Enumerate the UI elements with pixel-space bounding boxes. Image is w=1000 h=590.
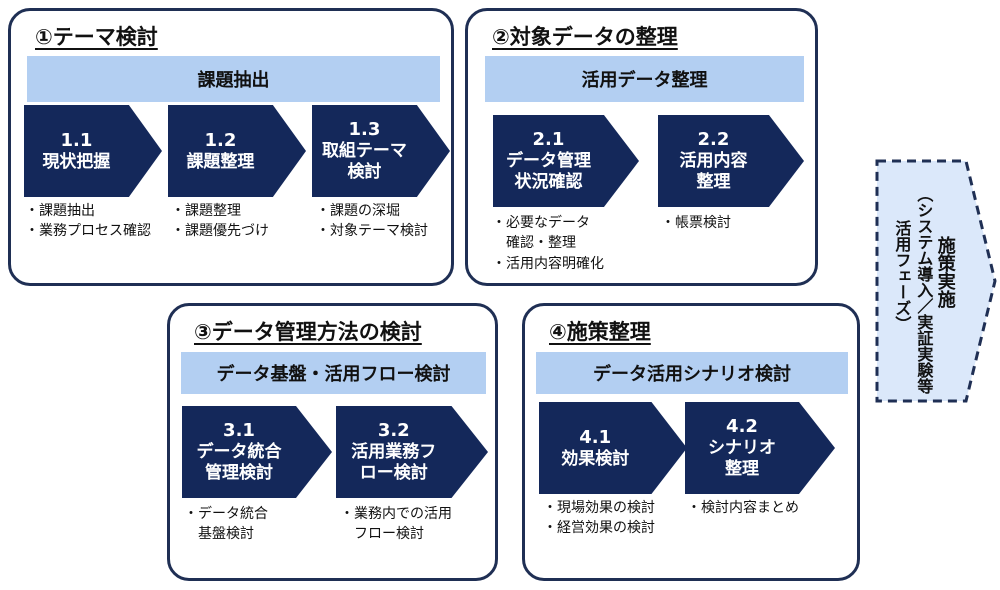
- panel-title: ③データ管理方法の検討: [194, 320, 422, 344]
- step-number: 2.2: [697, 129, 730, 151]
- phase-band: データ基盤・活用フロー検討: [181, 352, 486, 394]
- next-phase-sub2: 活用フェーズ）: [892, 220, 912, 332]
- step-chevron-2-2: 2.2 活用内容 整理: [658, 115, 804, 207]
- panel-measure-organization: ④施策整理 データ活用シナリオ検討 4.1 効果検討 ・現場効果の検討 ・経営効…: [522, 303, 860, 581]
- note-item: ・対象テーマ検討: [316, 223, 428, 240]
- step-label: 活用業務フ: [351, 442, 437, 463]
- note-item: 確認・整理: [506, 235, 576, 252]
- step-label: 現状把握: [42, 151, 111, 172]
- panel-data-management: ③データ管理方法の検討 データ基盤・活用フロー検討 3.1 データ統合 管理検討…: [167, 303, 498, 581]
- step-notes-2-2: ・帳票検討: [661, 213, 731, 233]
- step-label: シナリオ: [708, 438, 776, 459]
- step-notes-4-2: ・検討内容まとめ: [687, 498, 799, 518]
- phase-band: 課題抽出: [27, 56, 440, 102]
- step-label: データ統合: [196, 442, 282, 463]
- panel-theme-study: ①テーマ検討 課題抽出 1.1 現状把握 ・課題抽出 ・業務プロセス確認 1.2…: [8, 8, 454, 286]
- note-item: フロー検討: [354, 526, 424, 543]
- step-label: データ管理: [505, 151, 591, 172]
- panel-title: ②対象データの整理: [492, 25, 678, 49]
- note-item: ・データ統合: [184, 506, 268, 522]
- step-number: 1.1: [60, 129, 93, 151]
- step-number: 1.3: [348, 119, 381, 141]
- note-item: 基盤検討: [198, 526, 254, 543]
- step-label: 整理: [696, 171, 731, 192]
- step-label: 効果検討: [561, 448, 630, 469]
- next-phase-arrow: 施策実施 （システム導入／実証実験等 活用フェーズ）: [874, 158, 1000, 404]
- step-label: 管理検討: [205, 462, 273, 483]
- step-number: 1.2: [204, 129, 237, 151]
- dashed-chevron-shape: [875, 159, 997, 403]
- step-chevron-3-2: 3.2 活用業務フ ロー検討: [336, 406, 488, 498]
- note-item: ・業務プロセス確認: [25, 223, 151, 240]
- step-label: ロー検討: [359, 462, 428, 483]
- next-phase-main: 施策実施: [934, 236, 956, 308]
- step-number: 4.1: [579, 426, 612, 448]
- phase-band: 活用データ整理: [485, 56, 804, 102]
- step-label: 整理: [725, 458, 759, 479]
- step-notes-1-3: ・課題の深堀 ・対象テーマ検討: [316, 201, 428, 242]
- step-notes-2-1: ・必要なデータ 確認・整理 ・活用内容明確化: [492, 213, 604, 274]
- step-notes-3-2: ・業務内での活用 フロー検討: [340, 504, 452, 545]
- note-item: ・課題優先づけ: [171, 223, 269, 240]
- note-item: ・現場効果の検討: [543, 500, 655, 516]
- step-chevron-1-3: 1.3 取組テーマ 検討: [312, 105, 450, 197]
- step-number: 3.2: [377, 420, 410, 442]
- note-item: ・課題の深堀: [316, 203, 400, 219]
- phase-band: データ活用シナリオ検討: [536, 352, 848, 394]
- panel-title: ④施策整理: [549, 320, 651, 344]
- panel-title: ①テーマ検討: [35, 25, 158, 49]
- step-chevron-4-2: 4.2 シナリオ 整理: [685, 402, 835, 494]
- note-item: ・活用内容明確化: [492, 255, 604, 272]
- note-item: ・業務内での活用: [340, 506, 452, 522]
- step-chevron-4-1: 4.1 効果検討: [539, 402, 687, 494]
- next-phase-sub: （システム導入／実証実験等: [914, 186, 934, 394]
- step-chevron-1-1: 1.1 現状把握: [24, 105, 162, 197]
- step-chevron-3-1: 3.1 データ統合 管理検討: [182, 406, 332, 498]
- step-notes-4-1: ・現場効果の検討 ・経営効果の検討: [543, 498, 655, 539]
- step-chevron-2-1: 2.1 データ管理 状況確認: [493, 115, 639, 207]
- step-label: 課題整理: [186, 151, 255, 172]
- step-label: 活用内容: [679, 151, 748, 172]
- note-item: ・課題抽出: [25, 203, 95, 219]
- note-item: ・検討内容まとめ: [687, 500, 799, 516]
- step-label: 取組テーマ: [321, 141, 407, 162]
- step-label: 検討: [347, 161, 382, 182]
- step-number: 4.2: [726, 416, 758, 438]
- note-item: ・課題整理: [171, 203, 241, 219]
- step-chevron-1-2: 1.2 課題整理: [168, 105, 306, 197]
- note-item: ・帳票検討: [661, 215, 731, 231]
- step-notes-1-1: ・課題抽出 ・業務プロセス確認: [25, 201, 151, 242]
- note-item: ・経営効果の検討: [543, 520, 655, 537]
- note-item: ・必要なデータ: [492, 215, 590, 231]
- step-notes-1-2: ・課題整理 ・課題優先づけ: [171, 201, 269, 242]
- step-number: 3.1: [223, 420, 255, 442]
- step-label: 状況確認: [514, 171, 583, 192]
- step-number: 2.1: [532, 129, 565, 151]
- step-notes-3-1: ・データ統合 基盤検討: [184, 504, 268, 545]
- panel-data-organization: ②対象データの整理 活用データ整理 2.1 データ管理 状況確認 ・必要なデータ…: [465, 8, 818, 286]
